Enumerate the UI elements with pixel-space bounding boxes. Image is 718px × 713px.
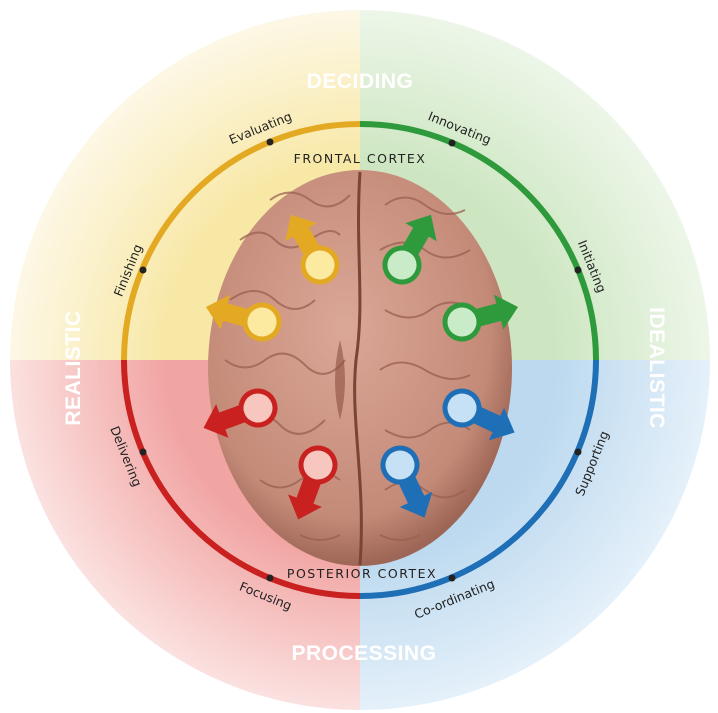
label-posterior-cortex: POSTERIOR CORTEX	[287, 566, 437, 581]
label-frontal-cortex: FRONTAL CORTEX	[294, 151, 427, 166]
outer-ring	[121, 121, 599, 599]
label-realistic: REALISTIC	[62, 310, 85, 425]
arrow-marker-yellow-2	[205, 294, 282, 342]
arrow-marker-green-2	[442, 294, 519, 342]
label-processing: PROCESSING	[291, 642, 436, 665]
arrow-marker-red-2	[288, 445, 338, 520]
arrow-marker-green-1	[382, 214, 437, 285]
label-deciding: DECIDING	[307, 70, 414, 93]
ring-dots	[139, 138, 582, 582]
arrow-marker-blue-2	[380, 445, 433, 518]
label-idealistic: IDEALISTIC	[645, 307, 668, 429]
brain-image	[208, 170, 512, 566]
arrow-marker-red-1	[203, 388, 278, 438]
arrow-marker-blue-1	[442, 388, 515, 441]
arrow-marker-yellow-1	[285, 214, 340, 285]
